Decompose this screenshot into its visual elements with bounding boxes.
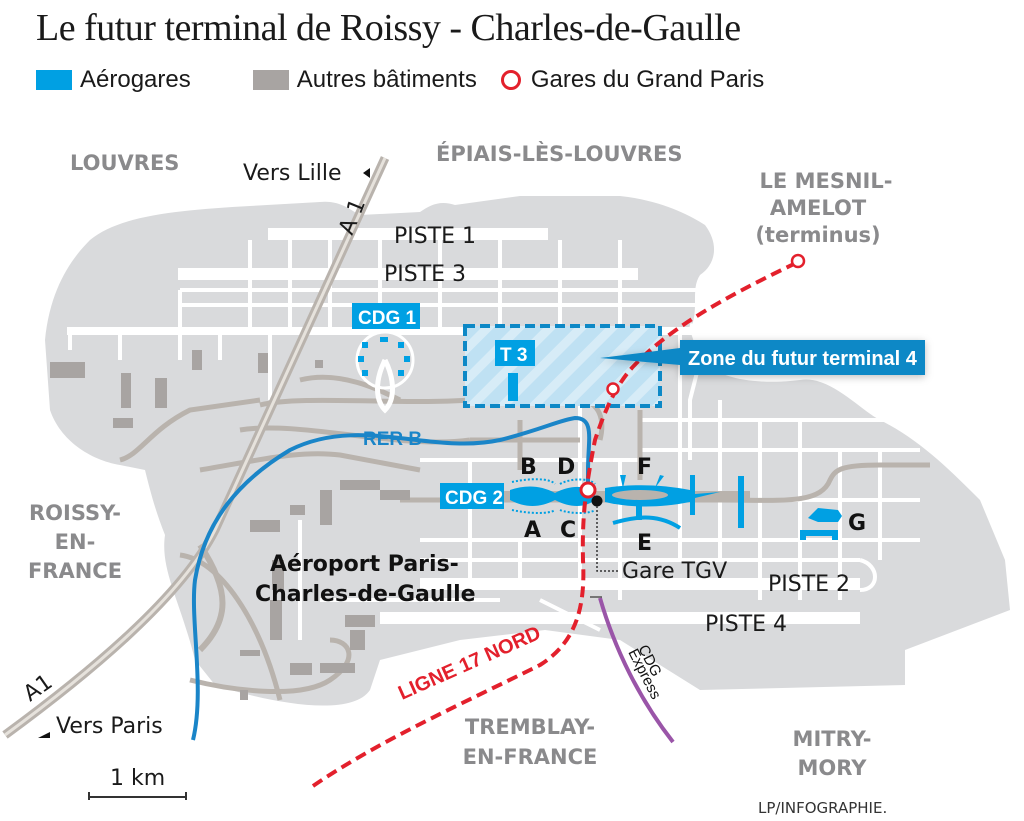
terminal-g-label: G	[848, 511, 866, 536]
cdg2-terminals	[500, 475, 842, 540]
terminal-b-label: B	[520, 455, 537, 480]
gare-tgv-label: Gare TGV	[622, 559, 727, 584]
rer-b-label: RER B	[363, 429, 422, 450]
airport-name-2: Charles-de-Gaulle	[255, 582, 476, 607]
terminal-4-callout	[600, 340, 925, 375]
t3-label: T 3	[500, 345, 527, 366]
grey-square-icon	[252, 70, 289, 90]
station-cdg2	[579, 481, 597, 499]
map-title: Le futur terminal de Roissy - Charles-de…	[36, 7, 741, 49]
place-tremblay-2: EN-FRANCE	[463, 745, 598, 769]
terminal-4-zone	[463, 324, 662, 408]
cdg2-label: CDG 2	[445, 488, 503, 509]
t3-building	[508, 373, 518, 401]
runways	[67, 228, 860, 624]
piste-4-label: PISTE 4	[705, 612, 787, 637]
cdg1-terminal	[355, 330, 415, 414]
rer-b-line	[191, 415, 592, 741]
cdg-express-line	[598, 597, 675, 744]
terminal-4-callout-label: Zone du futur terminal 4	[688, 348, 918, 370]
gare-tgv-leader	[596, 506, 618, 572]
place-epiais: ÉPIAIS-LÈS-LOUVRES	[436, 141, 682, 166]
place-tremblay-1: TREMBLAY-	[465, 715, 595, 739]
place-roissy-1: ROISSY-	[29, 501, 121, 525]
vers-paris-label: Vers Paris	[56, 714, 163, 739]
place-louvres: LOUVRES	[70, 151, 179, 175]
piste-1-label: PISTE 1	[394, 224, 476, 249]
place-mesnil-1: LE MESNIL-	[760, 169, 893, 193]
terminal-a-label: A	[524, 518, 541, 543]
terminal-d-label: D	[557, 455, 575, 480]
legend-label: Autres bâtiments	[296, 66, 477, 93]
station-gare-tgv	[591, 495, 603, 507]
blue-square-icon	[36, 70, 72, 90]
arrow-lille-icon	[363, 168, 370, 178]
vers-lille-label: Vers Lille	[243, 161, 342, 186]
terminal-f-label: F	[637, 455, 652, 480]
airport-name-1: Aéroport Paris-	[270, 552, 459, 577]
red-ring-icon	[500, 70, 521, 90]
place-mitry-1: MITRY-	[793, 727, 872, 751]
scale-label: 1 km	[110, 766, 165, 791]
legend-item-autres-batiments: Autres bâtiments	[252, 66, 477, 94]
place-mesnil-2: AMELOT	[770, 196, 867, 220]
arrow-paris-icon	[38, 732, 50, 738]
legend: Aérogares Autres bâtiments Gares du Gran…	[36, 66, 788, 94]
place-roissy-3: FRANCE	[28, 559, 122, 583]
legend-label: Gares du Grand Paris	[530, 66, 765, 93]
place-mesnil-3: (terminus)	[755, 223, 880, 247]
credit: LP/INFOGRAPHIE.	[758, 799, 887, 817]
legend-item-aerogares: Aérogares	[36, 66, 191, 94]
piste-2-label: PISTE 2	[768, 572, 850, 597]
other-buildings	[50, 350, 410, 700]
terminal-e-label: E	[637, 531, 652, 556]
legend-item-gares-grand-paris: Gares du Grand Paris	[500, 66, 765, 94]
piste-3-label: PISTE 3	[384, 262, 466, 287]
ligne-17-nord-line	[311, 260, 799, 788]
place-roissy-2: EN-	[55, 530, 96, 554]
station-t4	[606, 382, 620, 396]
station-mesnil-amelot	[790, 253, 806, 269]
terminal-c-label: C	[560, 518, 576, 543]
scale-bar	[88, 792, 187, 800]
cdg1-label: CDG 1	[358, 308, 417, 329]
place-mitry-2: MORY	[798, 756, 868, 780]
legend-label: Aérogares	[80, 66, 191, 93]
taxiways	[68, 240, 920, 640]
